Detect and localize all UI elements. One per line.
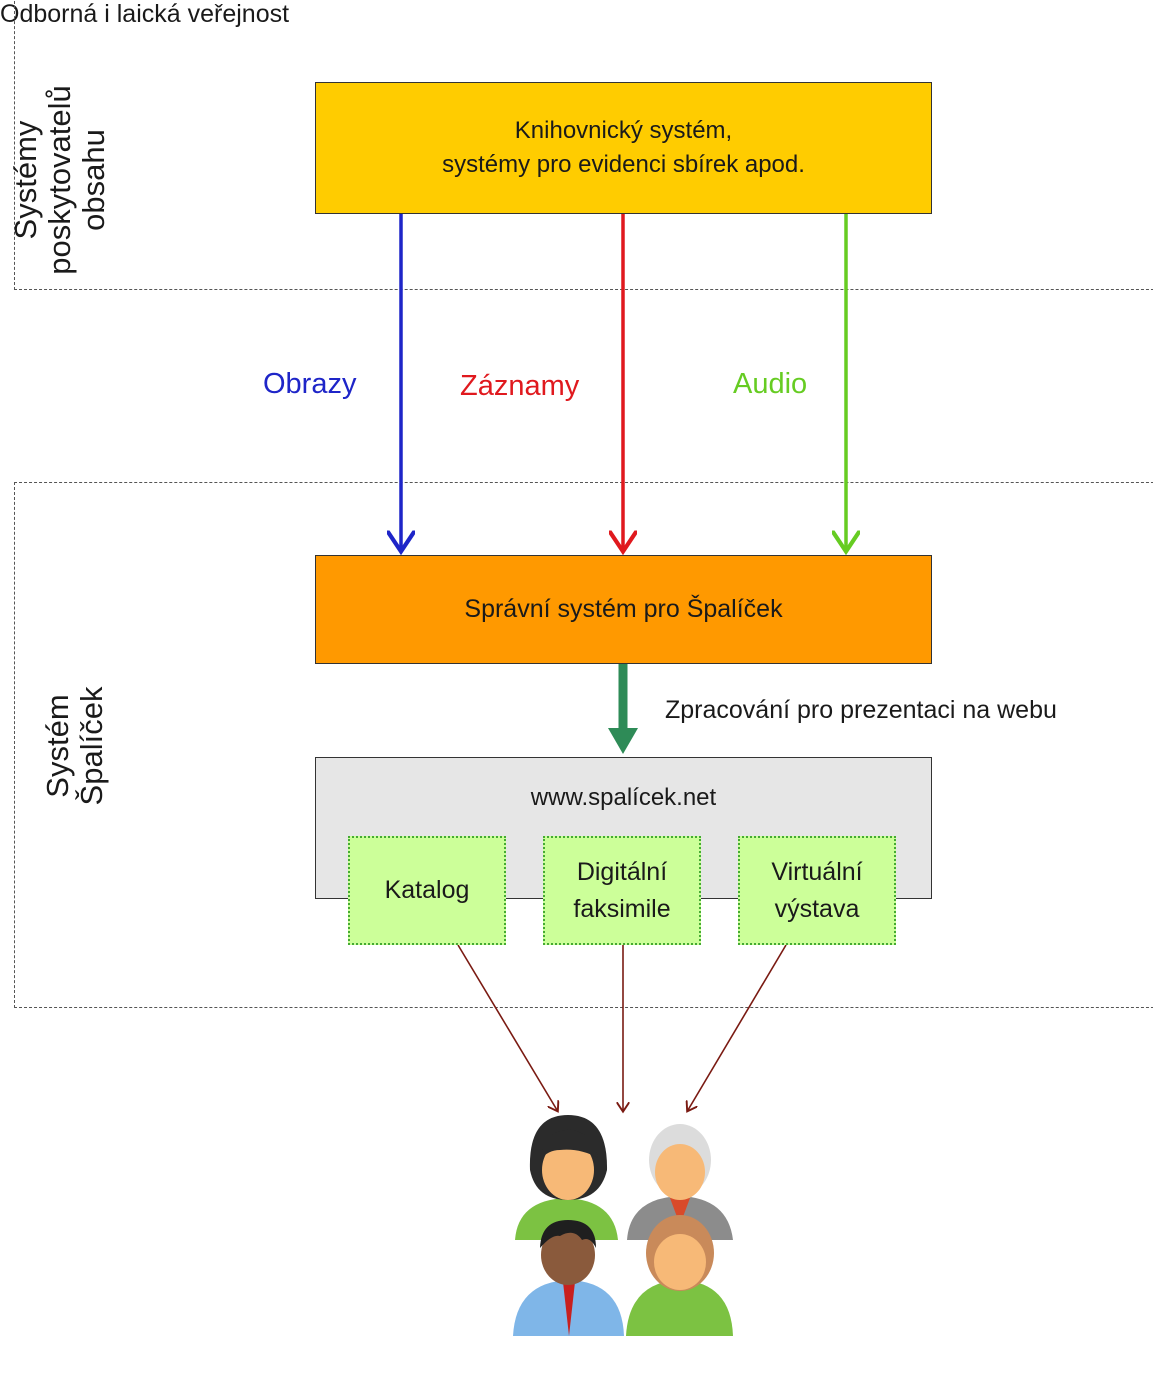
website-label: www.spalícek.net: [530, 784, 717, 811]
audience-label: Odborná i laická veřejnost: [0, 0, 290, 28]
library-line2: systémy pro evidenci sbírek apod.: [442, 151, 805, 178]
spalicek-zone: [14, 482, 1153, 1008]
arrow-katalog-public: [457, 944, 557, 1110]
providers-zone: [14, 0, 1153, 290]
faksimile-line2: faksimile: [573, 894, 671, 923]
vystava-line2: výstava: [774, 894, 860, 923]
katalog-label: Katalog: [384, 876, 470, 904]
obrazy-label: Obrazy: [263, 368, 357, 400]
faksimile-line1: Digitální: [576, 857, 668, 886]
zaznamy-label: Záznamy: [460, 370, 580, 402]
library-system-box: Knihovnický systém, systémy pro evidenci…: [315, 82, 932, 214]
library-line1: Knihovnický systém,: [514, 117, 733, 144]
person-young-icon: [626, 1215, 733, 1336]
katalog-box: Katalog: [348, 836, 506, 945]
vystava-line1: Virtuální: [771, 857, 863, 886]
arrow-vystava-public: [688, 944, 787, 1110]
admin-system-label: Správní systém pro Špalíček: [464, 595, 783, 623]
person-woman-icon: [515, 1115, 618, 1240]
vystava-box: Virtuální výstava: [738, 836, 896, 945]
audio-label: Audio: [733, 368, 808, 400]
person-man-icon: [513, 1220, 624, 1336]
admin-system-box: Správní systém pro Špalíček: [315, 555, 932, 664]
processing-label: Zpracování pro prezentaci na webu: [665, 696, 1057, 724]
faksimile-box: Digitální faksimile: [543, 836, 701, 945]
arrow-processing-head: [608, 728, 638, 754]
